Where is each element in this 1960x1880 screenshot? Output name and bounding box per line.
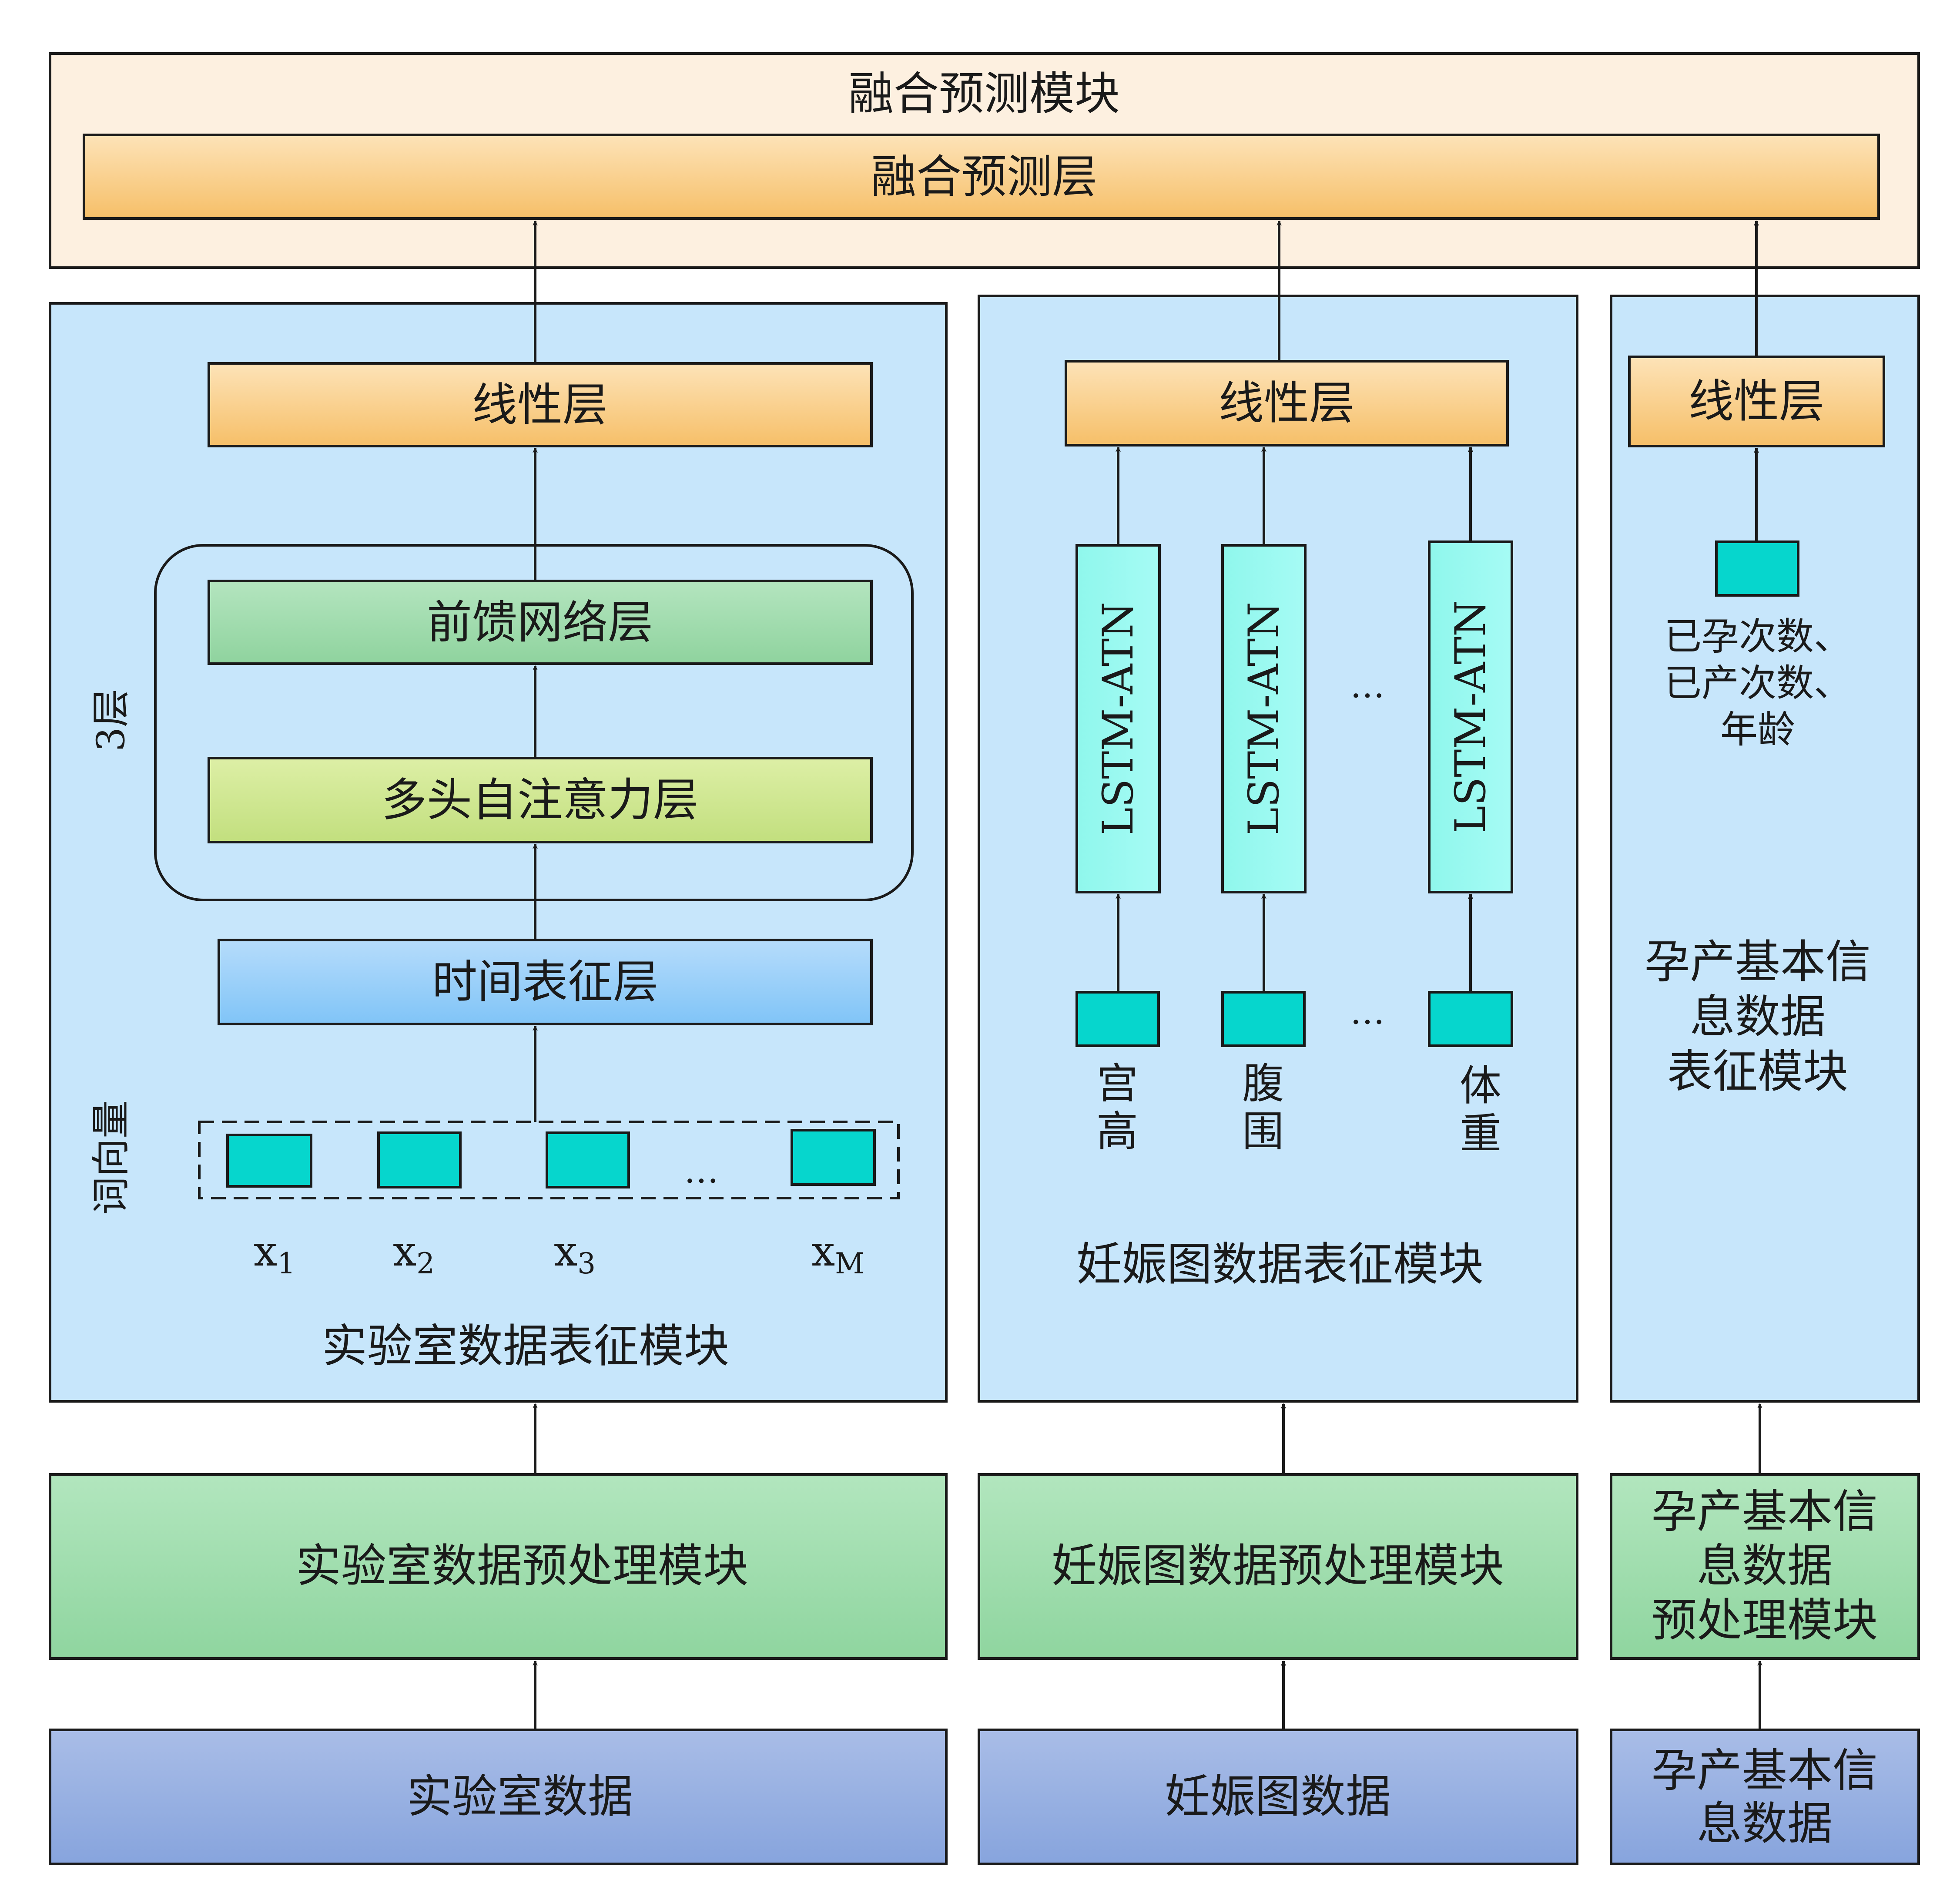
fusion-module-label: 融合预测模块 [848, 67, 1120, 120]
feature-ellipsis: … [1350, 992, 1385, 1032]
lstm-atn-label-3: LSTM-ATN [1446, 600, 1495, 833]
time-layer-label: 时间表征层 [432, 955, 658, 1008]
preg-preprocess-module: 妊娠图数据预处理模块 [978, 1473, 1578, 1660]
basic-data-source: 孕产基本信 息数据 [1610, 1729, 1920, 1865]
token-vector-1 [226, 1134, 312, 1188]
basic-preprocess-module: 孕产基本信 息数据 预处理模块 [1610, 1473, 1920, 1660]
basic-module-label-line-1: 孕产基本信 [1645, 935, 1871, 988]
basic-preprocess-line-3: 预处理模块 [1652, 1594, 1878, 1647]
basic-features-line-3: 年龄 [1720, 708, 1795, 752]
repeat-count-label: 3层 [89, 689, 134, 752]
feed-forward-layer: 前馈网络层 [208, 580, 873, 665]
pregnancy-chart-representation-module: 线性层 LSTM-ATN LSTM-ATN LSTM-ATN … … 宫 高 腹… [978, 295, 1578, 1403]
token-label-2: x2 [393, 1227, 435, 1280]
fusion-layer-label: 融合预测层 [871, 150, 1097, 203]
token-label-1: x1 [254, 1227, 295, 1280]
preg-linear-layer: 线性层 [1065, 360, 1509, 446]
mhsa-label: 多头自注意力层 [382, 773, 698, 826]
token-vector-2 [377, 1131, 462, 1188]
preg-module-label: 妊娠图数据表征模块 [1076, 1238, 1484, 1291]
feature-label-abdominal-girth-1: 腹 [1242, 1059, 1284, 1108]
lab-data-label: 实验室数据 [407, 1770, 633, 1823]
lab-module-label: 实验室数据表征模块 [322, 1319, 729, 1373]
lab-representation-module: 线性层 前馈网络层 多头自注意力层 3层 时间表征层 词向量 … x1 x2 x… [49, 302, 948, 1403]
word-vector-group [198, 1121, 900, 1199]
ffn-label: 前馈网络层 [427, 596, 653, 649]
lstm-atn-unit-3: LSTM-ATN [1428, 540, 1513, 893]
basic-info-representation-module: 线性层 已孕次数、 已产次数、 年龄 孕产基本信 息数据 表征模块 [1610, 295, 1920, 1403]
feature-label-fundal-height-2: 高 [1096, 1107, 1138, 1156]
basic-linear-layer: 线性层 [1628, 356, 1885, 447]
lab-linear-label: 线性层 [472, 378, 608, 431]
time-representation-layer: 时间表征层 [218, 939, 873, 1025]
preg-preprocess-label: 妊娠图数据预处理模块 [1052, 1539, 1504, 1592]
basic-data-line-1: 孕产基本信 [1652, 1744, 1878, 1797]
basic-preprocess-line-1: 孕产基本信 [1652, 1485, 1878, 1538]
token-label-3: x3 [554, 1227, 596, 1280]
fusion-prediction-layer: 融合预测层 [83, 134, 1880, 220]
lstm-atn-label-1: LSTM-ATN [1094, 602, 1142, 835]
token-label-m: xM [811, 1227, 864, 1280]
token-ellipsis: … [684, 1151, 719, 1191]
word-vector-label: 词向量 [89, 1100, 134, 1215]
basic-data-line-2: 息数据 [1697, 1797, 1833, 1850]
preg-data-source: 妊娠图数据 [978, 1729, 1578, 1865]
token-vector-m [791, 1129, 876, 1186]
lstm-ellipsis: … [1350, 665, 1385, 706]
feature-label-abdominal-girth-2: 围 [1242, 1107, 1284, 1156]
feature-label-fundal-height-1: 宫 [1096, 1059, 1138, 1108]
multi-head-attention-layer: 多头自注意力层 [208, 757, 873, 843]
basic-features-line-1: 已孕次数、 [1664, 615, 1851, 658]
basic-preprocess-line-2: 息数据 [1697, 1539, 1833, 1592]
lstm-atn-unit-1: LSTM-ATN [1075, 544, 1161, 893]
feature-vector-fundal-height [1075, 991, 1160, 1047]
lab-linear-layer: 线性层 [208, 362, 873, 447]
feature-vector-body-weight [1428, 991, 1513, 1047]
preg-linear-label: 线性层 [1219, 376, 1354, 430]
feature-label-body-weight-2: 重 [1460, 1109, 1501, 1158]
lab-data-source: 实验室数据 [49, 1729, 948, 1865]
basic-module-label-line-3: 表征模块 [1667, 1045, 1848, 1098]
flow-arrows [535, 221, 1760, 1730]
lstm-atn-unit-2: LSTM-ATN [1221, 544, 1307, 893]
fusion-prediction-module: 融合预测模块 融合预测层 [49, 52, 1920, 269]
preg-data-label: 妊娠图数据 [1165, 1770, 1391, 1823]
basic-linear-label: 线性层 [1689, 375, 1824, 428]
basic-module-label-line-2: 息数据 [1690, 990, 1826, 1043]
token-vector-3 [546, 1131, 630, 1188]
basic-features-line-2: 已产次数、 [1664, 661, 1851, 705]
feature-label-body-weight-1: 体 [1460, 1061, 1501, 1110]
lab-preprocess-label: 实验室数据预处理模块 [296, 1539, 748, 1592]
basic-feature-vector [1715, 540, 1799, 597]
lab-preprocess-module: 实验室数据预处理模块 [49, 1473, 948, 1660]
lstm-atn-label-2: LSTM-ATN [1240, 602, 1288, 835]
feature-vector-abdominal-girth [1221, 991, 1306, 1047]
